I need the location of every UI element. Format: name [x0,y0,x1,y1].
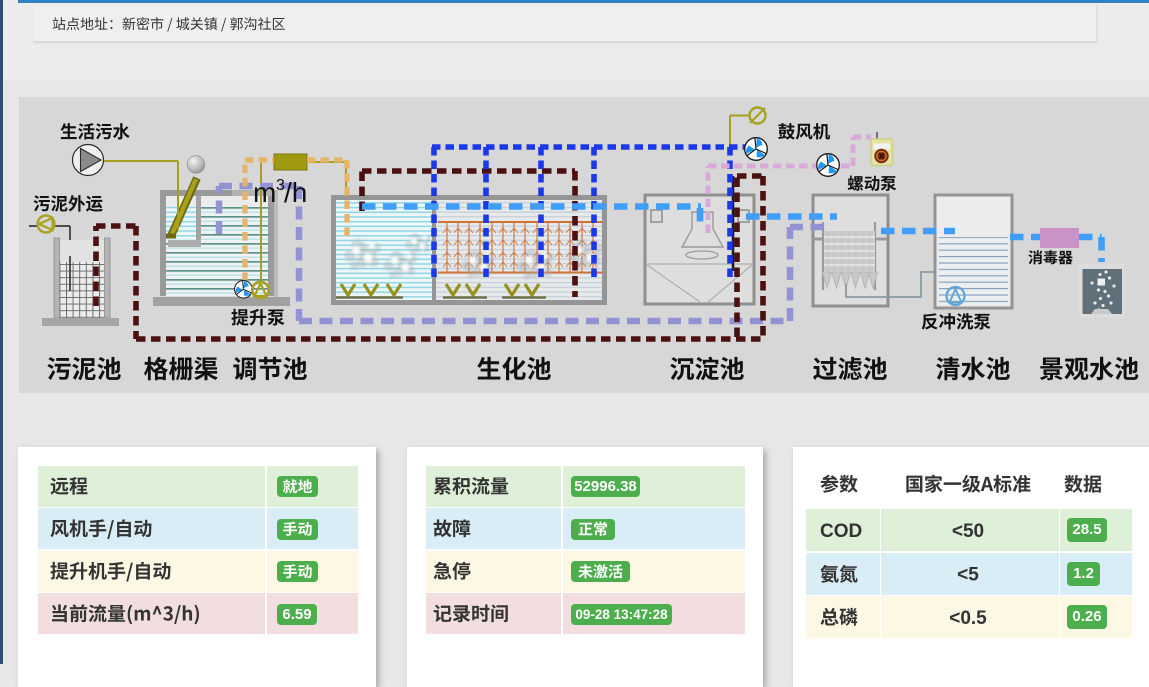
svg-text:3: 3 [276,177,285,194]
svg-text:/h: /h [284,177,307,208]
svg-text:m: m [253,177,276,208]
